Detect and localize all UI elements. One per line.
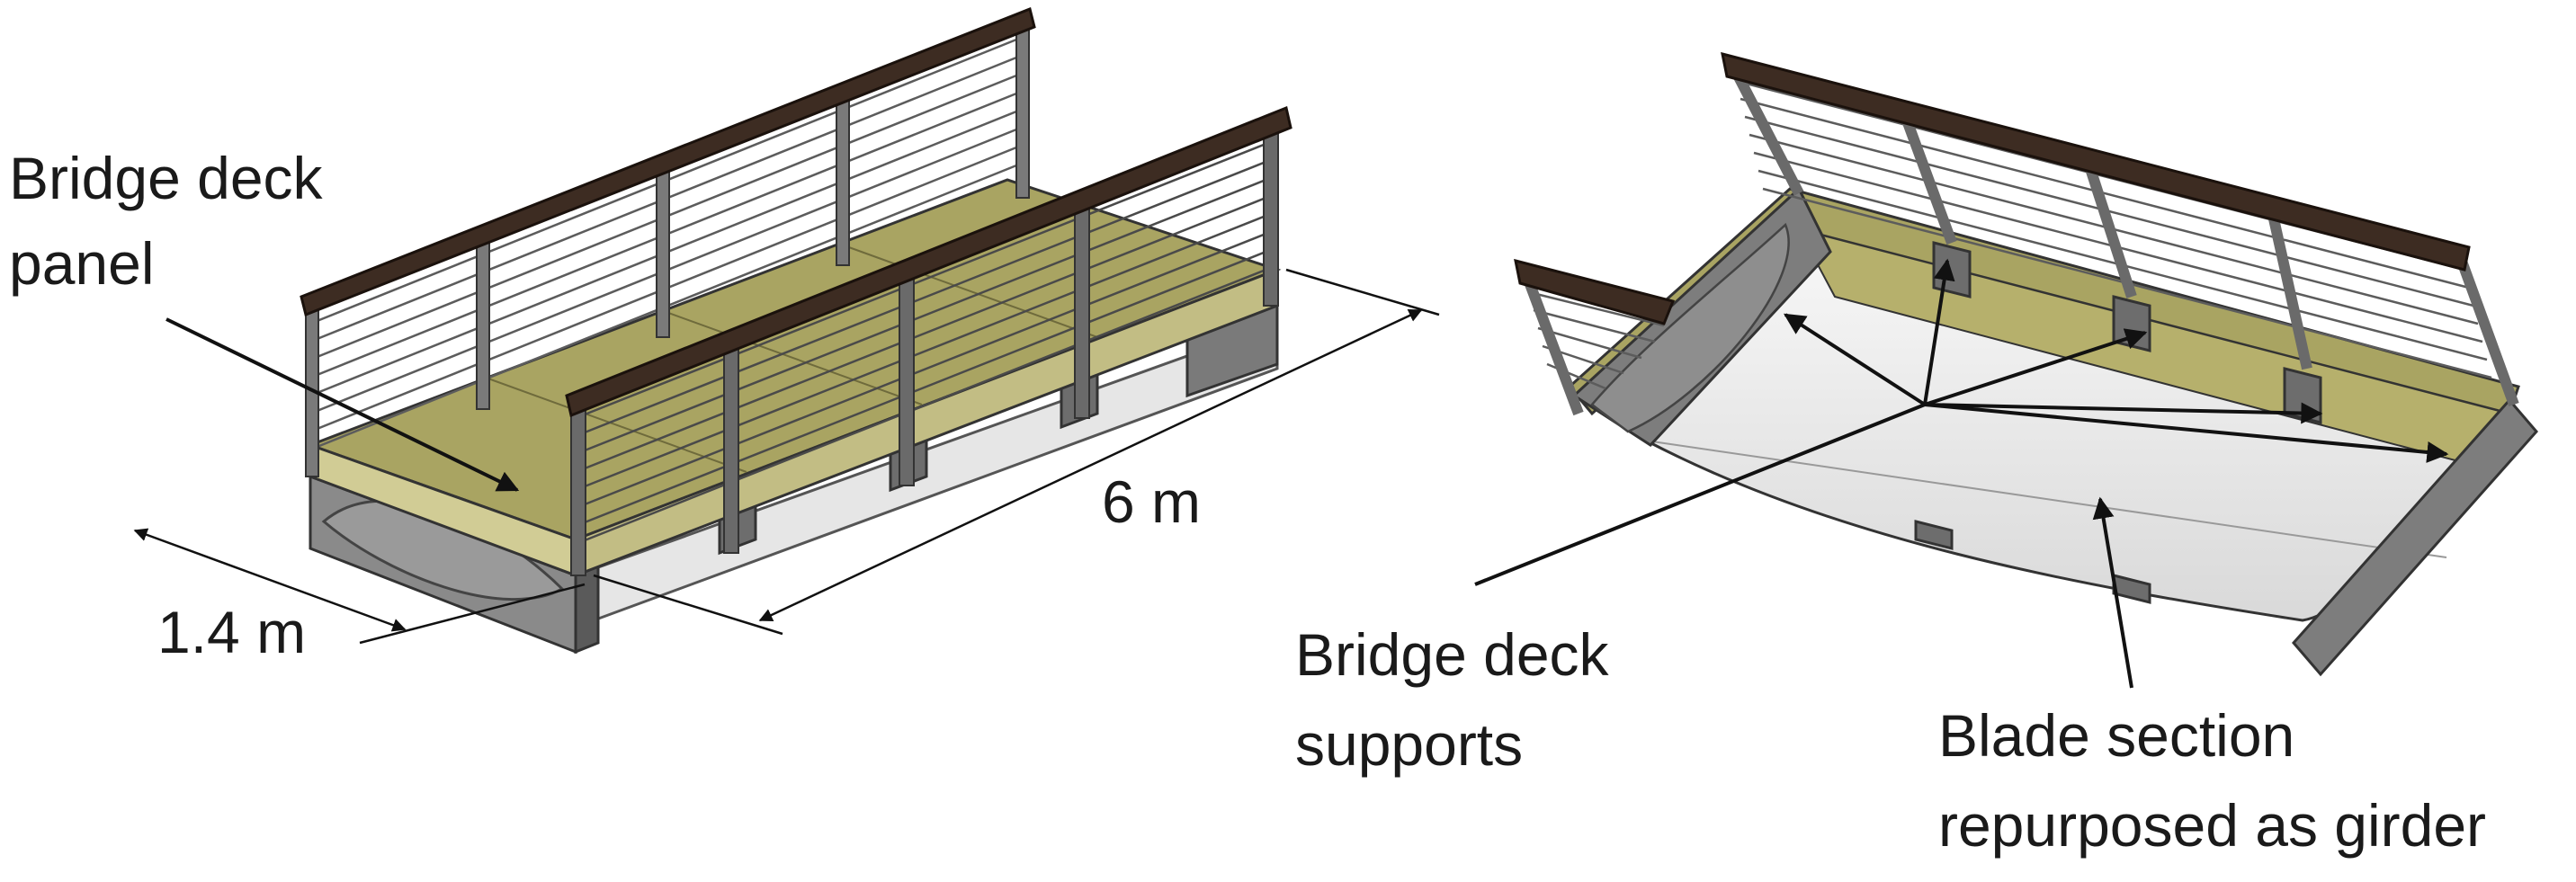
blade-label-line2: repurposed as girder [1938,792,2487,859]
supports-label-line2: supports [1295,711,1524,778]
blade-section-arrow [2092,496,2133,689]
left-bridge-model [133,6,1440,655]
blade-label-line1: Blade section [1938,702,2295,769]
supports-label-line1: Bridge deck [1295,621,1609,688]
length-dimension-label: 6 m [1102,468,1202,535]
right-support-arrows [1474,258,2449,586]
right-railing-long [1721,51,2519,407]
deck-panel-label-line1: Bridge deck [9,145,323,211]
left-dimension-lines [133,268,1440,645]
deck-panel-arrow [165,317,520,492]
right-blade-centerline [1645,440,2447,558]
width-dimension-label: 1.4 m [157,599,307,665]
deck-panel-label-line2: panel [9,230,155,297]
left-back-railing [300,6,1036,477]
right-railing-short [1514,258,1676,416]
right-bridge-model [1474,51,2538,689]
right-girder-right [2292,397,2538,677]
